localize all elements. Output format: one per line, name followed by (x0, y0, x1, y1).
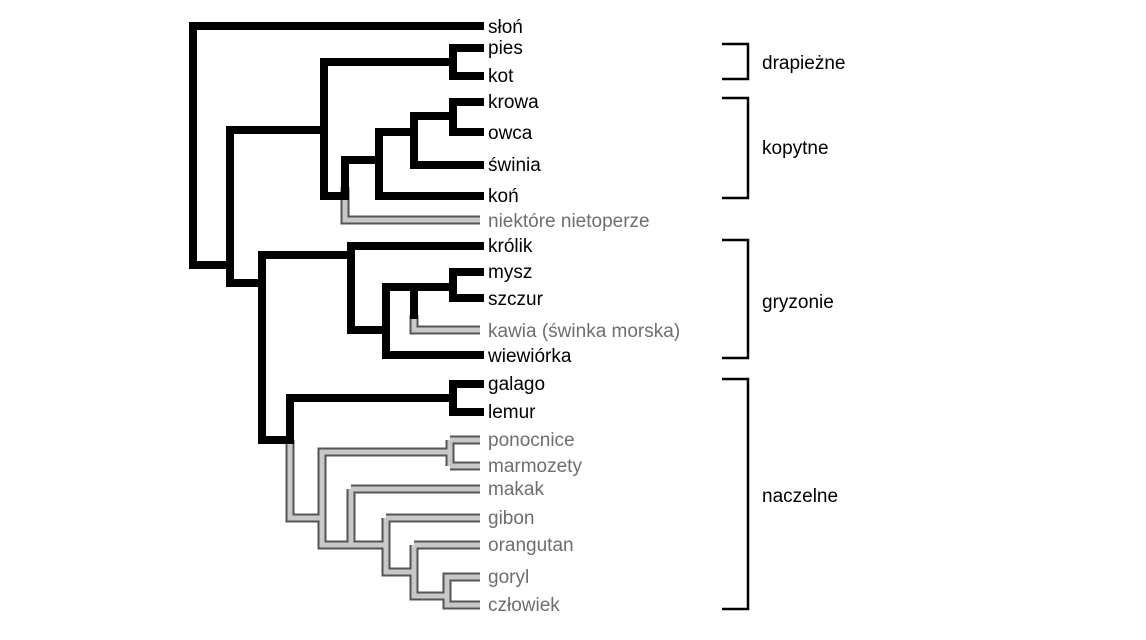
group-label-gryzonie: gryzonie (762, 292, 834, 313)
group-labels: drapieżne kopytne gryzonie naczelne (762, 53, 845, 507)
leaf-nietoperze: niektóre nietoperze (488, 211, 650, 232)
leaf-mysz: mysz (488, 262, 532, 283)
leaf-owca: owca (488, 123, 533, 144)
leaf-pies: pies (488, 38, 523, 59)
group-label-kopytne: kopytne (762, 138, 829, 159)
leaf-wiewiorka: wiewiórka (487, 346, 572, 367)
bracket-kopytne (722, 96, 750, 200)
group-label-drapiezne: drapieżne (762, 53, 845, 74)
leaf-szczur: szczur (488, 289, 544, 310)
black-branches (189, 22, 484, 444)
leaf-slon: słoń (488, 17, 523, 38)
leaf-ponocnice: ponocnice (488, 430, 575, 451)
leaf-kon: koń (488, 186, 519, 207)
leaf-kot: kot (488, 66, 514, 87)
group-label-naczelne: naczelne (762, 486, 838, 507)
leaf-orangutan: orangutan (488, 535, 574, 556)
leaf-krolik: królik (488, 236, 533, 257)
leaf-krowa: krowa (488, 92, 539, 113)
leaf-gibon: gibon (488, 508, 535, 529)
bracket-drapiezne (722, 42, 750, 81)
leaf-lemur: lemur (488, 402, 536, 423)
leaf-goryl: goryl (488, 567, 529, 588)
bracket-naczelne (722, 377, 750, 611)
leaf-kawia: kawia (świnka morska) (488, 321, 680, 342)
leaf-galago: galago (488, 374, 545, 395)
leaf-swinia: świnia (488, 155, 541, 176)
leaf-labels: słoń pies kot krowa owca świnia koń niek… (487, 17, 680, 616)
leaf-marmozety: marmozety (488, 456, 582, 477)
leaf-makak: makak (488, 479, 544, 500)
group-brackets (722, 42, 750, 611)
bracket-gryzonie (722, 238, 750, 360)
leaf-czlowiek: człowiek (488, 595, 560, 616)
